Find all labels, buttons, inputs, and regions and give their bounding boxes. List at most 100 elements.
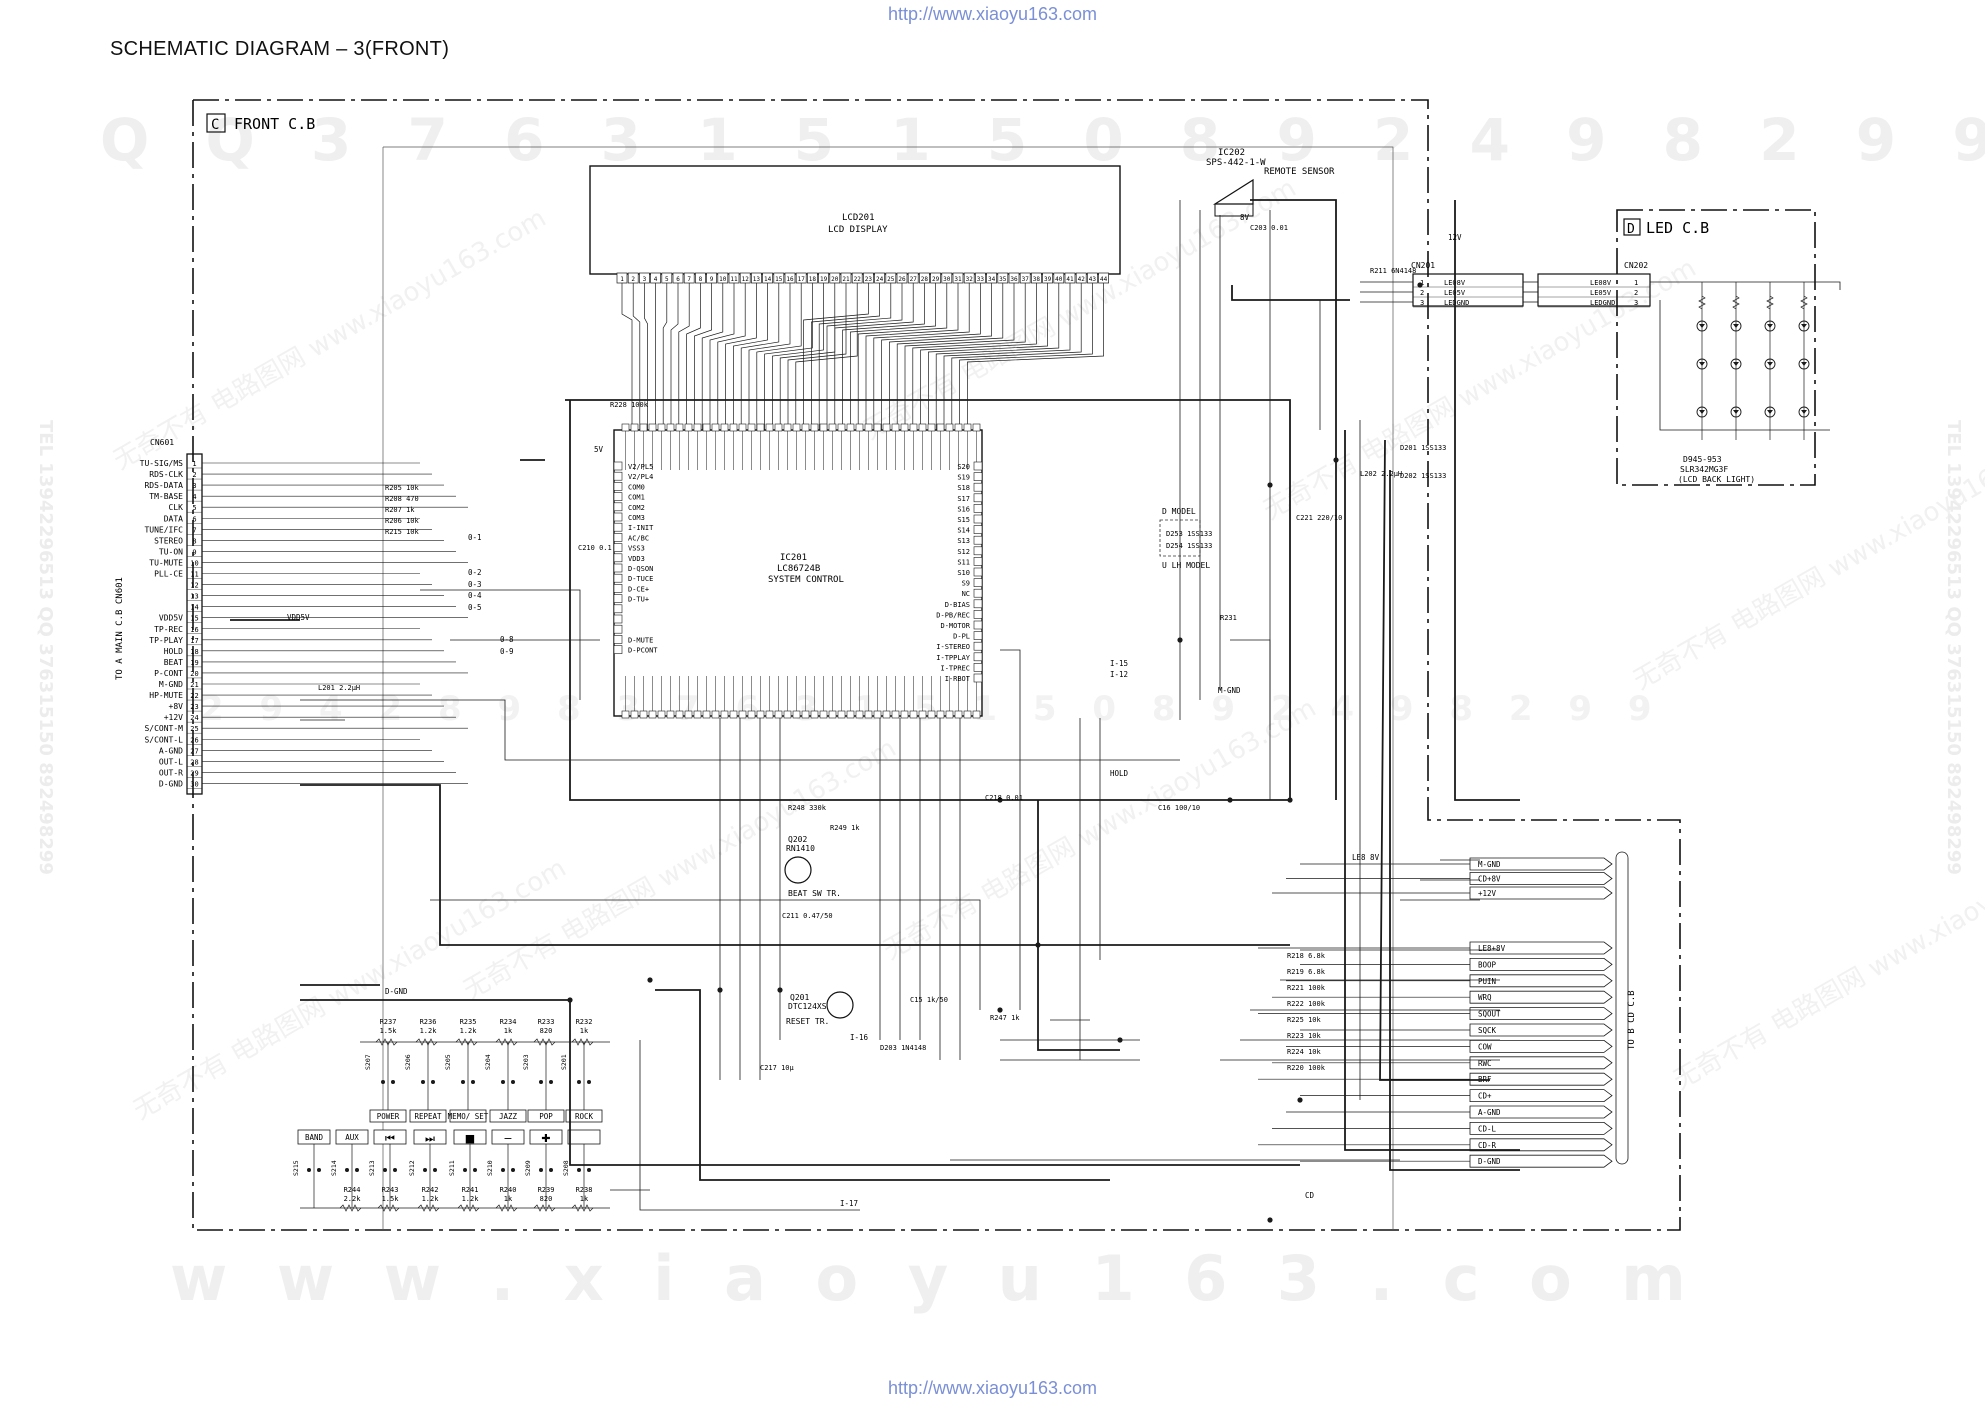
- ic201-bottom-pin: [702, 710, 711, 719]
- ic201-bottom-pin: [648, 710, 657, 719]
- ic201-right-pin: [973, 504, 983, 513]
- cn601-pin-number: 16: [190, 626, 198, 634]
- net-label: 0-8: [500, 635, 514, 644]
- net-label: 0-2: [468, 568, 482, 577]
- ic201-left-pin-label: VDD3: [628, 555, 645, 563]
- net-label: 0-9: [500, 647, 514, 656]
- header-url-bottom[interactable]: http://www.xiaoyu163.com: [887, 1378, 1098, 1398]
- ic201-bottom-pin: [621, 710, 630, 719]
- led-diode: [1798, 358, 1810, 370]
- resistor-label: R231: [1220, 614, 1237, 622]
- capacitor-label: C221 220/10: [1296, 514, 1342, 522]
- ic201-right-pin-label: I-STEREO: [936, 643, 970, 651]
- cn601-pin-number: 25: [190, 725, 198, 733]
- ic201-right-pin: [973, 514, 983, 524]
- led-diode: [1798, 320, 1810, 332]
- lcd-bus-line: [803, 283, 869, 430]
- ic201-top-pin: [666, 423, 675, 432]
- button-symbol: ■: [465, 1132, 475, 1145]
- cn601-pin-label: TU-MUTE: [149, 558, 183, 567]
- ic201-top-pin: [873, 423, 882, 432]
- ic201-right-pin-label: S18: [957, 484, 970, 492]
- ic201-left-pin-label: D-CE+: [628, 585, 649, 593]
- net-label: 5V: [594, 445, 604, 454]
- ic201-bottom-pin: [747, 710, 756, 719]
- ic201-top-pin: [693, 423, 702, 432]
- key-resistor-value: 1k: [504, 1027, 513, 1035]
- lcd-bus-line: [795, 283, 858, 430]
- switch-contact: [471, 1080, 475, 1084]
- ic201-top-pin: [729, 423, 738, 432]
- cn601-pin-number: 7: [192, 526, 196, 534]
- ic201-top-pin: [738, 423, 747, 432]
- ic201-top-pin: [630, 423, 639, 432]
- capacitor-label: C217 10μ: [760, 1064, 795, 1072]
- cn601-pin-number: 9: [192, 548, 196, 556]
- cn601-pin-number: 18: [190, 648, 198, 656]
- q201-part: DTC124XS: [788, 1002, 827, 1011]
- key-resistor-value: 1.5k: [380, 1027, 398, 1035]
- cd-pin-label: +12V: [1478, 889, 1497, 898]
- lcd-bus-line: [881, 283, 981, 430]
- ic201-right-pin-label: D-BIAS: [945, 601, 970, 609]
- switch-contact: [433, 1168, 437, 1172]
- ic201-right-pin-label: D-PB/REC: [936, 611, 970, 619]
- net-label: 12V: [1448, 233, 1462, 242]
- ic201-right-pin-label: I-TPPLAY: [936, 654, 971, 662]
- ic201-right-pin: [973, 493, 983, 503]
- ic201-right-pin-label: S19: [957, 474, 970, 482]
- lcd-pin-number: 27: [910, 276, 918, 283]
- ic201-bottom-pin: [819, 710, 828, 719]
- cn601-pin-number: 13: [190, 593, 198, 601]
- junction-dot: [1227, 797, 1233, 803]
- header-url-top[interactable]: http://www.xiaoyu163.com: [887, 4, 1098, 24]
- button-label: POP: [539, 1112, 553, 1121]
- ic201-top-pin: [900, 423, 909, 432]
- net-label: 0-1: [468, 533, 482, 542]
- lcd-pin-number: 29: [932, 276, 940, 283]
- net-label: D-GND: [385, 987, 408, 996]
- key-resistor-value: 1.2k: [422, 1195, 440, 1203]
- cd-pin-label: CD+8V: [1478, 875, 1501, 884]
- cd-pin-label: CD-R: [1478, 1141, 1497, 1150]
- main-wire: [300, 999, 1300, 1166]
- resistor-label: R218 6.8k: [1287, 952, 1326, 960]
- switch-contact: [423, 1168, 427, 1172]
- switch-contact: [473, 1168, 477, 1172]
- cd-pin-tag: [1469, 1089, 1613, 1102]
- ic201-right-pin: [973, 535, 983, 545]
- ic201-right-pin: [973, 482, 983, 492]
- ic201-top-pin: [756, 423, 765, 432]
- ic201-left-pin: [613, 635, 623, 644]
- key-resistor-value: 1.2k: [420, 1027, 438, 1035]
- junction-dot: [1117, 1037, 1123, 1043]
- lcd-pin-number: 36: [1010, 276, 1018, 283]
- switch-contact: [549, 1080, 553, 1084]
- led-board-letter-box: [1623, 218, 1641, 236]
- led-diode: [1730, 406, 1742, 418]
- ic201-right-pin: [973, 588, 983, 598]
- led-diode: [1696, 320, 1708, 332]
- cn601-pin-number: 22: [190, 692, 198, 700]
- ic201-bottom-pin: [837, 710, 846, 719]
- cd-pin-label: CD+: [1478, 1092, 1492, 1101]
- cn601-pin-label: CLK: [169, 503, 184, 512]
- capacitor-label: C203 0.01: [1250, 224, 1288, 232]
- switch-ref: S206: [404, 1054, 412, 1070]
- ic201-top-pin: [963, 423, 972, 432]
- cd-pin-label: CD-L: [1478, 1124, 1497, 1133]
- cd-pin-label: COW: [1478, 1042, 1492, 1051]
- cn601-pin-number: 4: [192, 493, 196, 501]
- ic201-right-pin-label: S17: [957, 495, 970, 503]
- switch-ref: S215: [292, 1160, 300, 1176]
- cn601-pin-number: 27: [190, 747, 198, 755]
- led-diode-symbol: [1699, 324, 1705, 328]
- capacitor-label: C15 1k/50: [910, 996, 948, 1004]
- cn601-pin-label: VDD5V: [159, 614, 183, 623]
- lcd-bus-line: [621, 283, 633, 430]
- ic201-top-pin: [936, 423, 945, 432]
- cn202-pin-label: LE05V: [1590, 289, 1612, 297]
- ic201-right-pin: [973, 631, 983, 640]
- switch-contact: [381, 1080, 385, 1084]
